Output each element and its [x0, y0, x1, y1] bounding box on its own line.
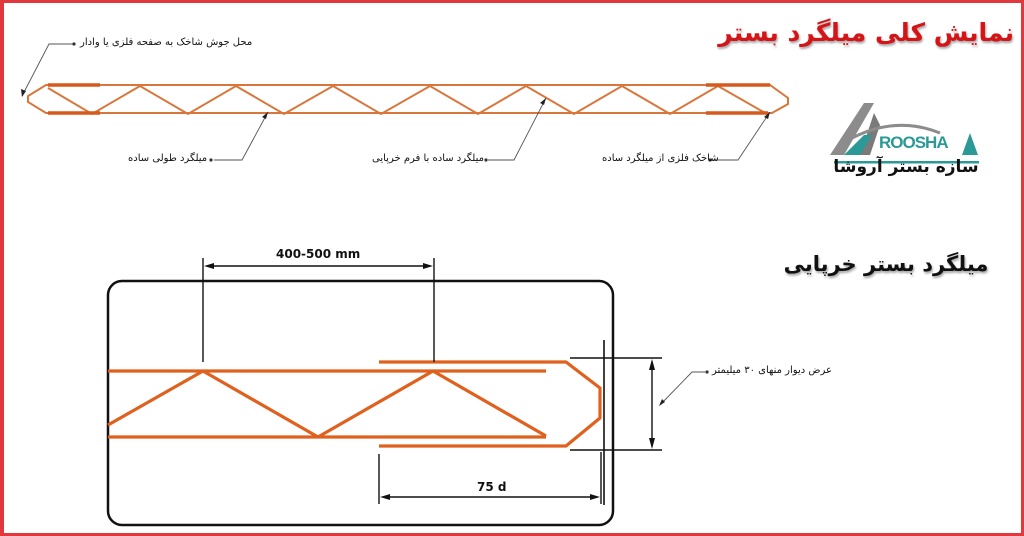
wall-width-leader-dot — [705, 370, 709, 374]
dimension-overlap-arrows — [380, 494, 600, 500]
logo-latin-text: ROOSHA — [879, 133, 949, 152]
overview-longitudinal-bars — [27, 84, 789, 114]
mountain-arch-logo-icon — [830, 103, 979, 164]
overview-truss — [27, 84, 789, 116]
wall-width-leader-arrow — [659, 399, 665, 406]
label-longitudinal-bar: میلگرد طولی ساده — [128, 153, 208, 164]
label-wall-width: عرض دیوار منهای ۳۰ میلیمتر — [712, 365, 832, 376]
label-weld-location: محل جوش شاخک به صفحه فلزی یا وادار — [80, 37, 253, 48]
dimension-spacing-label: 400-500 mm — [276, 247, 361, 261]
leader-dots — [72, 42, 712, 162]
wall-outline — [106, 279, 615, 527]
overview-leaders — [21, 43, 771, 161]
detail-title: میلگرد بستر خرپایی — [783, 252, 989, 276]
logo-persian-text: سازه بستر آروشا — [833, 157, 979, 177]
leader-arrowheads — [21, 89, 770, 119]
page-title: نمایش کلی میلگرد بستر — [718, 18, 1014, 47]
detail-truss — [107, 360, 602, 448]
dimension-wall-width-arrows — [649, 359, 655, 449]
dimension-overlap — [378, 452, 602, 504]
detail-end-tie — [379, 360, 602, 448]
dimension-spacing — [202, 258, 435, 362]
detail-zigzag — [107, 369, 547, 439]
dimension-overlap-label: 75 d — [477, 480, 507, 494]
label-truss-bar: میلگرد ساده با فرم خرپایی — [372, 153, 484, 164]
overview-end-ties — [48, 83, 770, 115]
dimension-wall-width — [570, 357, 662, 451]
wall-width-leader — [659, 371, 705, 406]
dimension-spacing-arrows — [204, 263, 433, 269]
company-logo: ROOSHA سازه بستر آروشا — [830, 95, 985, 190]
label-metal-tie: شاخک فلزی از میلگرد ساده — [602, 153, 719, 164]
overview-truss-zigzag — [47, 84, 768, 116]
